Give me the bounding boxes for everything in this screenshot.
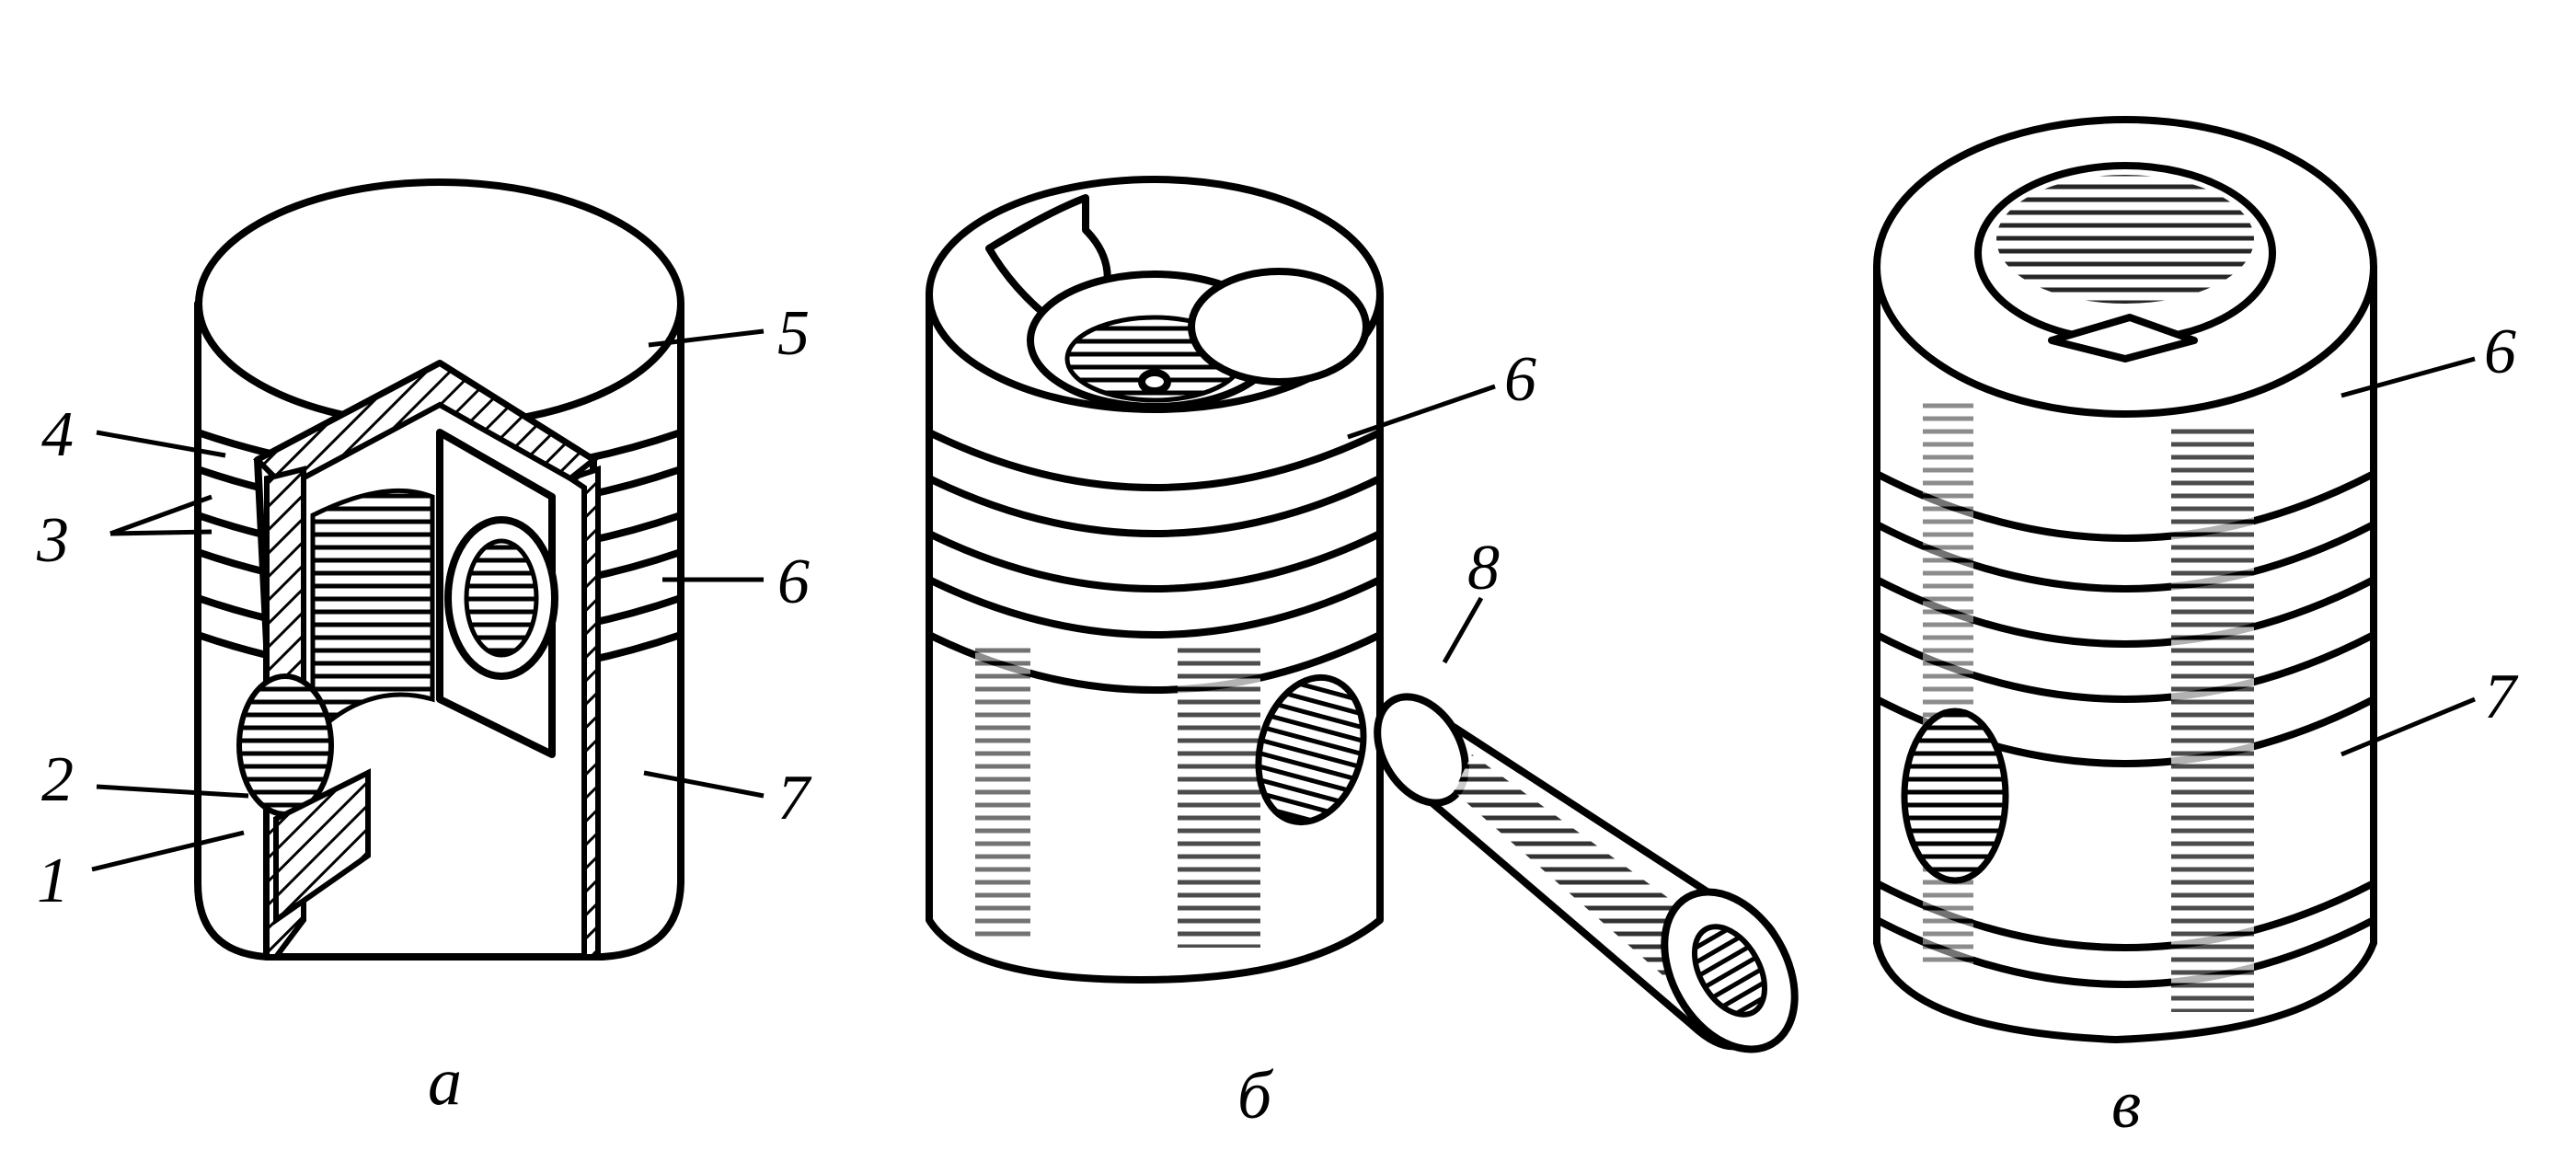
callout-7: 7 [2484, 662, 2519, 732]
panel-caption-v: в [2111, 1067, 2141, 1143]
callout-2: 2 [41, 744, 74, 815]
piston-pin [1374, 693, 1799, 1053]
panel-caption-a: a [428, 1044, 462, 1120]
panel-caption-b: б [1237, 1058, 1274, 1133]
callout-7: 7 [777, 763, 812, 834]
panel-a-piston-cutaway: 4 3 2 1 5 6 7 a [36, 178, 812, 1120]
callout-6: 6 [2484, 316, 2516, 387]
callout-4: 4 [41, 399, 74, 470]
callout-8: 8 [1467, 533, 1500, 604]
callout-5: 5 [777, 298, 810, 369]
panel-b-piston-with-pin: 6 8 б [926, 176, 1799, 1133]
callout-6: 6 [1504, 344, 1536, 415]
callout-3: 3 [36, 505, 69, 576]
panel-v-piston: 6 7 в [1873, 116, 2519, 1143]
callout-1: 1 [37, 846, 69, 916]
callout-6: 6 [777, 546, 810, 617]
